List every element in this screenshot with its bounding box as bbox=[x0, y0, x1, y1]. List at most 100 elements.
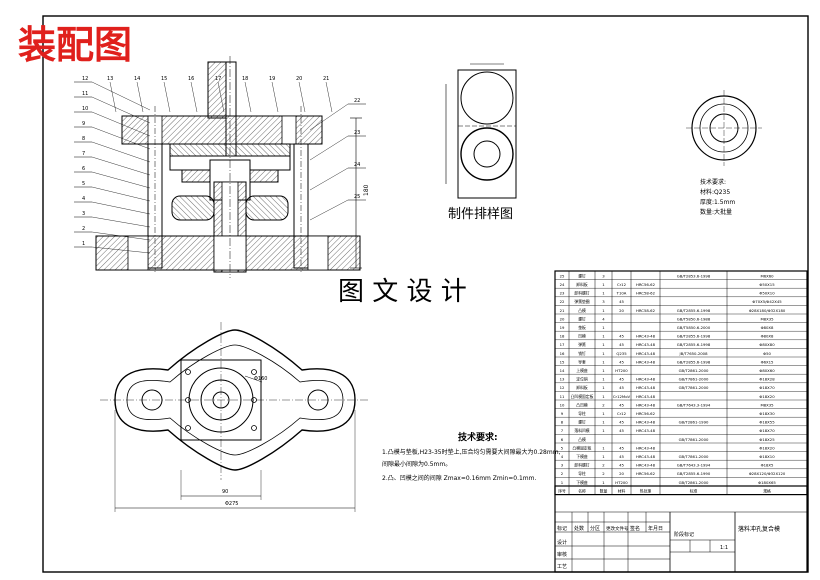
bom-cell: 1 bbox=[602, 334, 605, 339]
bom-cell: Φ80X60 bbox=[759, 368, 775, 373]
bom-cell: 1 bbox=[602, 291, 605, 296]
bom-cell: Φ18X70 bbox=[759, 428, 775, 433]
bom-cell: 2 bbox=[602, 402, 605, 407]
bom-cell: Φ50 bbox=[763, 351, 771, 356]
bom-cell: 1 bbox=[602, 377, 605, 382]
tech-requirements: 技术要求: 1.凸模与垫板,H23-35时垫上,压合均匀需要大间隙最大为0.28… bbox=[382, 431, 561, 482]
part-number-top: 14 bbox=[134, 76, 140, 82]
part-number-left: 5 bbox=[82, 181, 85, 187]
bom-cell: 11 bbox=[560, 394, 565, 399]
bom-cell: Φ18X20 bbox=[759, 394, 775, 399]
bom-cell: GB/T2861-2000 bbox=[679, 368, 709, 373]
bom-cell: 凹模 bbox=[578, 334, 586, 339]
part-number-right: 24 bbox=[354, 162, 360, 168]
tech-line-2: 间隙最小间隙为0.5mm。 bbox=[382, 460, 451, 468]
bom-cell: Cr12 bbox=[617, 411, 627, 416]
bom-header-cell: 标准 bbox=[690, 488, 698, 493]
bom-cell: 18 bbox=[560, 334, 565, 339]
bom-cell: 1 bbox=[602, 282, 605, 287]
bom-cell: Φ18X55 bbox=[759, 420, 775, 425]
part-number-top: 19 bbox=[269, 76, 275, 82]
part-note-title: 技术要求: bbox=[700, 178, 726, 186]
bom-cell: GB/T7861-2000 bbox=[679, 377, 709, 382]
part-number-left: 6 bbox=[82, 166, 85, 172]
bom-cell: 45 bbox=[619, 385, 624, 390]
bom-cell: Φ18X30 bbox=[759, 411, 775, 416]
part-number-right: 23 bbox=[354, 130, 360, 136]
bom-cell: 1 bbox=[602, 359, 605, 364]
bom-cell: 4 bbox=[602, 316, 605, 321]
bom-cell: M8X35 bbox=[760, 402, 774, 407]
bom-cell: GB/T2861-2000 bbox=[679, 480, 709, 485]
part-number-top: 16 bbox=[188, 76, 194, 82]
bom-cell: 凸凹模固定板 bbox=[571, 394, 594, 399]
part-number-left: 10 bbox=[82, 106, 88, 112]
bom-cell: 1 bbox=[602, 368, 605, 373]
part-notes: 技术要求: 材料:Q235 厚度:1.5mm 数量:大批量 bbox=[700, 178, 735, 216]
bom-cell: 20 bbox=[560, 316, 565, 321]
bom-cell: 1 bbox=[602, 445, 605, 450]
sig-label-change: 更改文件号 bbox=[606, 525, 629, 532]
part-view bbox=[686, 90, 762, 166]
strip-layout bbox=[445, 63, 517, 199]
bom-cell: Φ28X120/Φ32X120 bbox=[749, 471, 786, 476]
bom-cell: 1 bbox=[602, 351, 605, 356]
bom-cell: 2 bbox=[561, 471, 564, 476]
part-number-left: 4 bbox=[82, 196, 85, 202]
stage-label: 阶段标记 bbox=[674, 531, 694, 538]
bom-cell: 10 bbox=[560, 402, 565, 407]
bom-cell: GB/T7643.3-1994 bbox=[677, 463, 711, 468]
bom-cell: 6 bbox=[561, 437, 564, 442]
bom-cell: 21 bbox=[560, 308, 565, 313]
bom-cell: 23 bbox=[560, 291, 565, 296]
part-number-left: 3 bbox=[82, 211, 85, 217]
bom-cell: HRC43-48 bbox=[636, 334, 656, 339]
bom-cell: HRC43-48 bbox=[636, 351, 656, 356]
bom-cell: 5 bbox=[561, 445, 564, 450]
bom-cell: 17 bbox=[560, 342, 565, 347]
bom-cell: Φ18X28 bbox=[759, 377, 775, 382]
bom-cell: 9 bbox=[561, 411, 564, 416]
bom-cell: 导柱 bbox=[578, 471, 586, 476]
bom-cell: HRC43-48 bbox=[636, 463, 656, 468]
bom-cell: Φ6X15 bbox=[761, 359, 774, 364]
part-number-left: 9 bbox=[82, 121, 85, 127]
bom-cell: Cr12MoV bbox=[613, 394, 631, 399]
bom-header-cell: 序号 bbox=[558, 488, 566, 493]
bom-cell: HRC43-48 bbox=[636, 359, 656, 364]
bom-cell: 45 bbox=[619, 463, 624, 468]
bom-cell: 定位销 bbox=[576, 377, 588, 382]
bom-cell: 卸料螺钉 bbox=[574, 291, 589, 296]
bom-cell: 落料凹模 bbox=[574, 428, 589, 433]
bom-cell: Φ80X80 bbox=[759, 342, 775, 347]
part-note-qty: 数量:大批量 bbox=[700, 208, 732, 216]
bom-cell: 45 bbox=[619, 359, 624, 364]
bom-header-cell: 规格 bbox=[763, 488, 771, 493]
bom-cell: 19 bbox=[560, 325, 565, 330]
bom-cell: GB/T7861-2000 bbox=[679, 437, 709, 442]
bom-cell: HRC43-48 bbox=[636, 428, 656, 433]
bom-cell: JB/T7650-2008 bbox=[678, 351, 708, 356]
bom-cell: 1 bbox=[602, 480, 605, 485]
bom-cell: GB/T2855.6-1998 bbox=[677, 334, 711, 339]
bom-cell: 4 bbox=[561, 454, 564, 459]
bom-cell: 45 bbox=[619, 445, 624, 450]
part-number-top: 17 bbox=[215, 76, 221, 82]
bom-cell: GB/T7861-2000 bbox=[679, 385, 709, 390]
bom-cell: HRC56-62 bbox=[636, 471, 656, 476]
row-label-review: 审核 bbox=[557, 551, 567, 558]
bom-cell: HRC56-62 bbox=[636, 282, 656, 287]
bom-cell: M8X35 bbox=[760, 316, 774, 321]
bom-cell: 20 bbox=[619, 471, 624, 476]
part-note-material: 材料:Q235 bbox=[700, 188, 730, 196]
part-number-left: 8 bbox=[82, 136, 85, 142]
bom-cell: 1 bbox=[602, 394, 605, 399]
bom-cell: 凸凹模 bbox=[576, 402, 588, 407]
bom-cell: 22 bbox=[560, 299, 565, 304]
